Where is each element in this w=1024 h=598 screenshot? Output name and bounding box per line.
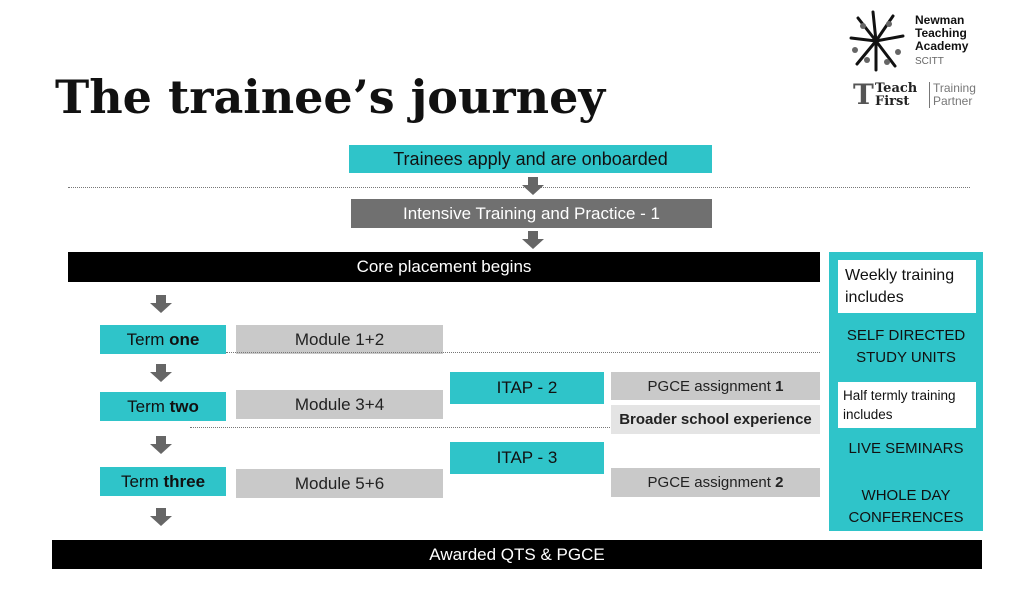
live-seminars: LIVE SEMINARS [848,440,964,457]
arrow-down-icon [150,436,172,454]
divider [226,352,820,353]
whole-day-conferences: WHOLE DAY CONFERENCES [848,487,964,526]
arrow-down-icon [522,231,544,249]
module-1-2: Module 1+2 [236,325,443,354]
term-two: Term two [100,392,226,421]
arrow-down-icon [150,508,172,526]
term-three: Term three [100,467,226,496]
half-termly-training-label: Half termly training includes [838,382,976,428]
broader-school-experience: Broader school experience [611,405,820,434]
term-one: Term one [100,325,226,354]
itap-2: ITAP - 2 [450,372,604,404]
divider [190,427,610,428]
arrow-down-icon [522,177,544,195]
logo: Newman Teaching Academy SCITT T Teach Fi… [843,8,983,113]
awarded-bar: Awarded QTS & PGCE [52,540,982,569]
pgce-assignment-1: PGCE assignment 1 [611,372,820,400]
self-directed-study: SELF DIRECTED STUDY UNITS [846,327,966,366]
pgce-assignment-2: PGCE assignment 2 [611,468,820,497]
weekly-training-label: Weekly training includes [838,260,976,313]
arrow-down-icon [150,364,172,382]
arrow-down-icon [150,295,172,313]
itap-3: ITAP - 3 [450,442,604,474]
intensive-training-step: Intensive Training and Practice - 1 [351,199,712,228]
apply-step: Trainees apply and are onboarded [349,145,712,173]
tree-logo-icon [849,10,905,72]
divider [68,187,970,188]
core-placement-bar: Core placement begins [68,252,820,282]
module-3-4: Module 3+4 [236,390,443,419]
module-5-6: Module 5+6 [236,469,443,498]
page-title: The trainee’s journey [55,70,606,124]
